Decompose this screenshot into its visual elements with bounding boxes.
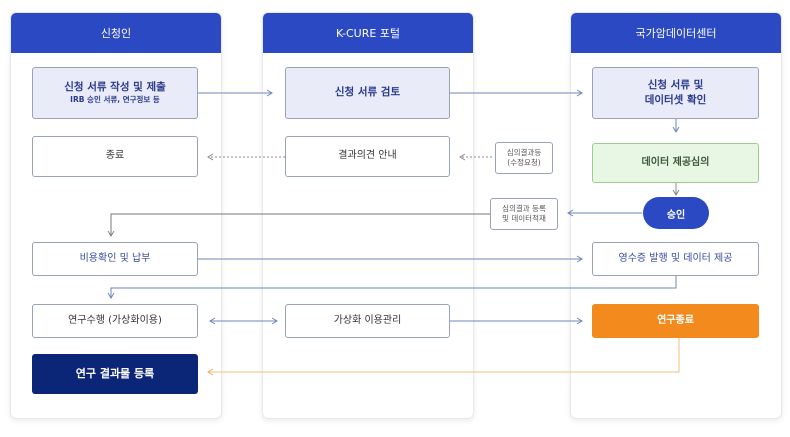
- step-submit-sub: IRB 승인 서류, 연구정보 등: [70, 95, 160, 105]
- step-deliberation-label: 데이터 제공심의: [641, 156, 710, 168]
- step-result-notice[interactable]: 결과의견 안내: [285, 136, 450, 177]
- step-confirm-dataset[interactable]: 신청 서류 및 데이터셋 확인: [592, 67, 759, 119]
- note-registration: 심의결과 등록 및 데이터적재: [490, 198, 558, 230]
- step-research-label: 연구수행 (가상화이용): [68, 314, 162, 326]
- step-research[interactable]: 연구수행 (가상화이용): [32, 304, 198, 338]
- step-research-end[interactable]: 연구종료: [592, 304, 759, 338]
- lane-title-center: 국가암데이터센터: [571, 13, 781, 53]
- step-submit-documents[interactable]: 신청 서류 작성 및 제출 IRB 승인 서류, 연구정보 등: [32, 67, 198, 119]
- step-end[interactable]: 종료: [32, 136, 198, 177]
- step-virtual-management[interactable]: 가상화 이용관리: [285, 304, 450, 338]
- lane-title-portal: K-CURE 포털: [263, 13, 473, 53]
- step-research-end-label: 연구종료: [657, 314, 694, 326]
- step-payment-label: 비용확인 및 납부: [79, 252, 151, 264]
- note-revision-request: 심의결과등 (수정요청): [495, 142, 553, 174]
- note-revision-line1: 심의결과등: [506, 147, 542, 157]
- step-review-documents[interactable]: 신청 서류 검토: [285, 67, 450, 119]
- approval-label: 승인: [666, 209, 686, 221]
- step-result-notice-label: 결과의견 안내: [338, 150, 397, 162]
- step-virtual-management-label: 가상화 이용관리: [333, 314, 402, 326]
- step-review-label: 신청 서류 검토: [334, 86, 401, 99]
- step-receipt-data-provision[interactable]: 영수증 발행 및 데이터 제공: [592, 242, 759, 276]
- step-register-results[interactable]: 연구 결과물 등록: [32, 354, 198, 394]
- approval-pill[interactable]: 승인: [643, 197, 709, 229]
- step-register-results-label: 연구 결과물 등록: [75, 367, 155, 381]
- lane-title-applicant: 신청인: [11, 13, 221, 53]
- note-registration-line1: 심의결과 등록: [502, 203, 546, 213]
- step-end-label: 종료: [105, 150, 125, 162]
- note-registration-line2: 및 데이터적재: [502, 214, 546, 223]
- step-payment[interactable]: 비용확인 및 납부: [32, 242, 198, 276]
- step-confirm-line1: 신청 서류 및: [647, 78, 704, 91]
- step-receipt-label: 영수증 발행 및 데이터 제공: [618, 252, 733, 264]
- step-confirm-line2: 데이터셋 확인: [644, 94, 707, 106]
- step-data-deliberation[interactable]: 데이터 제공심의: [592, 143, 759, 183]
- step-submit-title: 신청 서류 작성 및 제출: [64, 80, 166, 93]
- note-revision-line2: (수정요청): [507, 158, 541, 167]
